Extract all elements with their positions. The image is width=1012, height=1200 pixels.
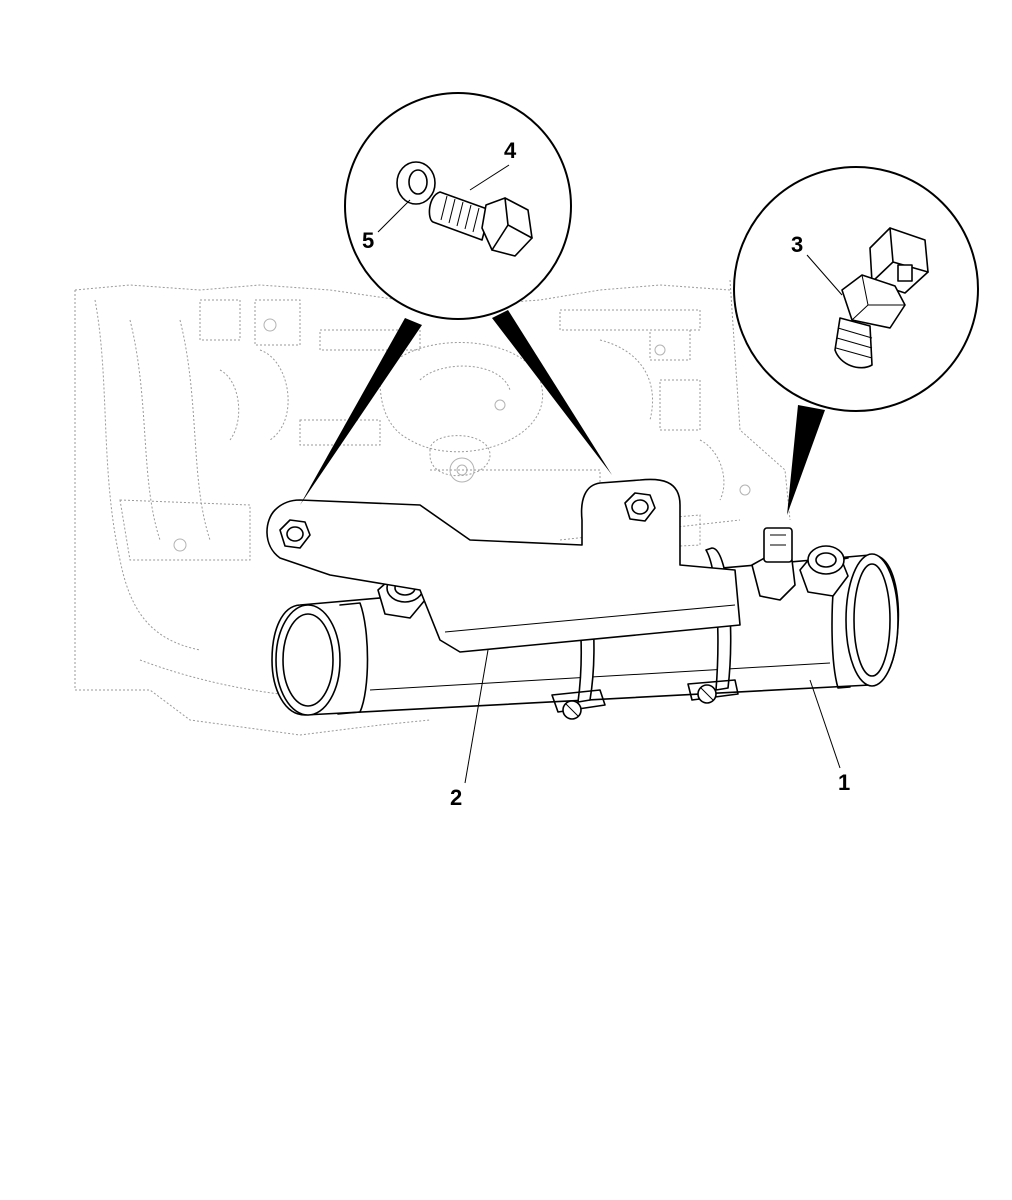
callout-label-3: 3 [791,232,803,257]
callout-label-4: 4 [504,138,517,163]
detail-circle-bolt [344,92,572,320]
callout-label-1: 1 [838,770,850,795]
mounting-bracket [266,478,741,653]
callout-label-2: 2 [450,785,462,810]
leader-lines [377,164,843,784]
detail-circle-sensor [733,166,979,412]
callout-label-5: 5 [362,228,374,253]
callout-pointers [300,310,825,515]
